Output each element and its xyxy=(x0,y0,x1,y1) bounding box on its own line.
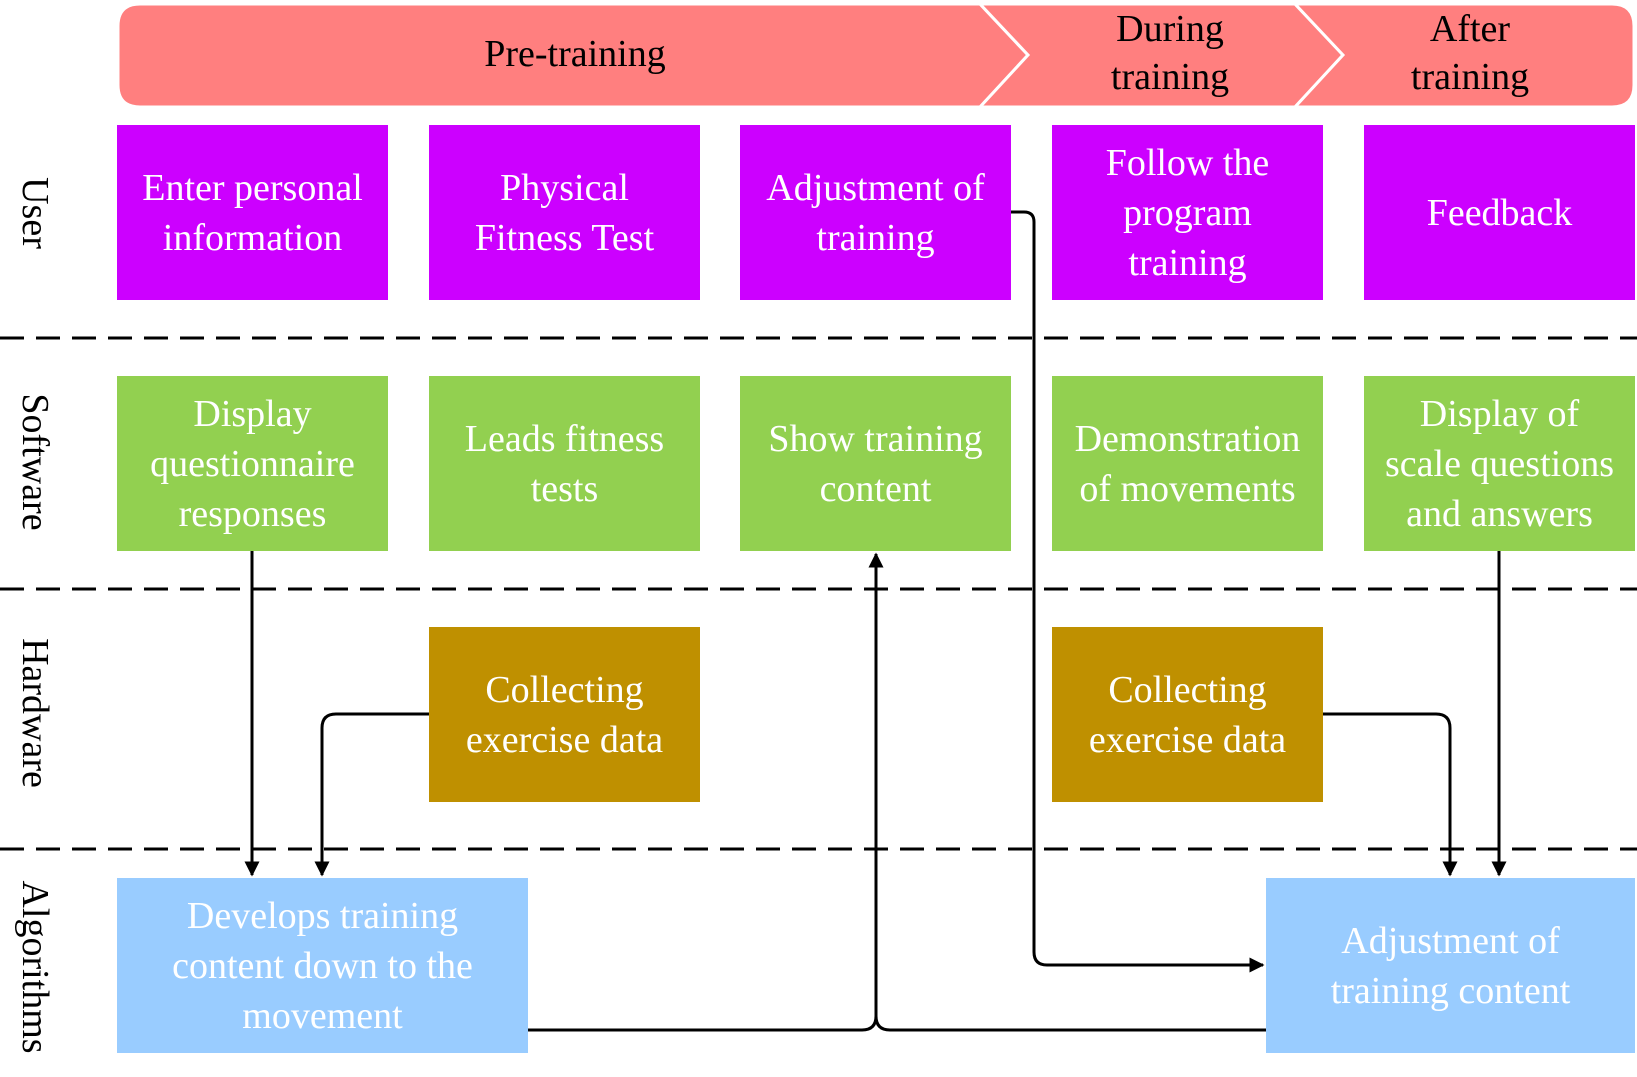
lane-label-hardware: Hardware xyxy=(14,638,56,788)
box-follow-the-program-training-text: Follow the program training xyxy=(1105,141,1270,284)
box-feedback-text: Feedback xyxy=(1426,191,1573,234)
box-display-of-scale-questions: Display of scale questions and answers xyxy=(1364,376,1635,551)
arrow-collecting-pre-to-develops xyxy=(314,712,429,877)
box-adjustment-of-training-content: Adjustment of training content xyxy=(1266,878,1635,1053)
lane-label-user: User xyxy=(14,177,56,249)
box-collecting-exercise-data-during: Collecting exercise data xyxy=(1052,627,1323,802)
phase-label-pre-training: Pre-training xyxy=(484,33,666,75)
box-follow-the-program-training: Follow the program training xyxy=(1052,125,1323,300)
lane-label-algorithms: Algorithms xyxy=(14,880,56,1054)
phase-during-training-shape xyxy=(977,4,1346,107)
box-adjustment-of-training: Adjustment of training xyxy=(740,125,1011,300)
box-demonstration-of-movements-text: Demonstration of movements xyxy=(1074,417,1301,510)
box-display-questionnaire-responses-text: Display questionnaire responses xyxy=(150,392,355,535)
box-show-training-content: Show training content xyxy=(740,376,1011,551)
box-enter-personal-information-text: Enter personal information xyxy=(142,166,363,259)
box-leads-fitness-tests-text: Leads fitness tests xyxy=(464,417,665,510)
line-adjust-content-to-show-content xyxy=(874,1015,1266,1032)
arrow-collecting-during-to-adjust-content xyxy=(1323,712,1458,877)
box-adjustment-of-training-content-text: Adjustment of training content xyxy=(1330,919,1571,1012)
box-physical-fitness-test-text: Physical Fitness Test xyxy=(474,166,655,259)
box-adjustment-of-training-text: Adjustment of training xyxy=(766,166,985,259)
box-collecting-exercise-data-pre-text: Collecting exercise data xyxy=(465,668,664,761)
box-develops-training-content-text: Develops training content down to the mo… xyxy=(172,894,473,1037)
box-display-of-scale-questions-text: Display of scale questions and answers xyxy=(1384,392,1614,535)
box-collecting-exercise-data-during-text: Collecting exercise data xyxy=(1088,668,1287,761)
box-feedback: Feedback xyxy=(1364,125,1635,300)
phase-label-during-training: During training xyxy=(1110,8,1230,98)
arrow-adjustment-of-training-to-adjust-content xyxy=(1011,210,1265,973)
box-demonstration-of-movements: Demonstration of movements xyxy=(1052,376,1323,551)
box-display-questionnaire-responses: Display questionnaire responses xyxy=(117,376,388,551)
box-physical-fitness-test: Physical Fitness Test xyxy=(429,125,700,300)
phase-banner xyxy=(118,4,1634,107)
box-develops-training-content: Develops training content down to the mo… xyxy=(117,878,528,1053)
box-collecting-exercise-data-pre: Collecting exercise data xyxy=(429,627,700,802)
box-leads-fitness-tests: Leads fitness tests xyxy=(429,376,700,551)
box-enter-personal-information: Enter personal information xyxy=(117,125,388,300)
lane-label-software: Software xyxy=(14,393,56,531)
box-show-training-content-text: Show training content xyxy=(768,417,983,510)
phase-label-after-training: After training xyxy=(1410,8,1530,98)
